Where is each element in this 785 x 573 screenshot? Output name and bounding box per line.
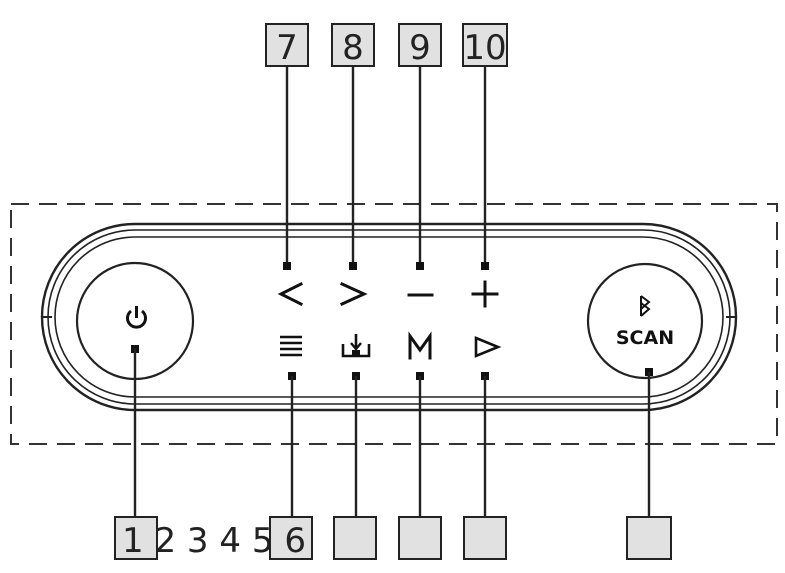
scan-label: SCAN bbox=[616, 327, 674, 349]
callout-label-10: 10 bbox=[463, 28, 506, 68]
scan-button-ring bbox=[586, 262, 704, 380]
menu-lines-icon bbox=[280, 335, 302, 357]
callout-labels-bottom: 1 2 3 4 5 6 bbox=[122, 521, 306, 561]
callout-box-1 bbox=[114, 516, 158, 560]
callout-box-play bbox=[463, 516, 507, 560]
play-button[interactable] bbox=[474, 336, 502, 358]
callout-label-7: 7 bbox=[276, 28, 298, 68]
callout-box-8 bbox=[331, 23, 375, 67]
chevron-right-icon bbox=[340, 282, 368, 306]
usb-input-icon bbox=[341, 334, 371, 358]
leader-dot-10 bbox=[481, 262, 489, 270]
panel-outline-inner bbox=[54, 236, 724, 398]
callout-label-8: 8 bbox=[342, 28, 364, 68]
volume-up-button[interactable] bbox=[471, 280, 499, 308]
mode-m-icon bbox=[408, 331, 432, 360]
callout-box-usb bbox=[333, 516, 377, 560]
prev-button[interactable] bbox=[277, 281, 304, 307]
callout-box-6 bbox=[269, 516, 313, 560]
usb-button[interactable] bbox=[341, 334, 371, 358]
mode-button[interactable] bbox=[408, 331, 432, 360]
leader-dot-7 bbox=[283, 262, 291, 270]
device-outline bbox=[10, 203, 778, 445]
callout-box-9 bbox=[398, 23, 442, 67]
scan-button[interactable]: SCAN bbox=[586, 262, 704, 380]
menu-button[interactable] bbox=[280, 335, 302, 357]
callout-box-mode bbox=[398, 516, 442, 560]
bluetooth-icon bbox=[640, 295, 651, 317]
leader-dot-8 bbox=[349, 262, 357, 270]
callout-label-9: 9 bbox=[409, 28, 431, 68]
leader-dot-9 bbox=[416, 262, 424, 270]
plus-icon bbox=[471, 280, 499, 308]
power-icon bbox=[126, 306, 147, 329]
callout-box-scan bbox=[626, 516, 672, 560]
play-icon bbox=[474, 336, 502, 358]
next-button[interactable] bbox=[340, 282, 368, 306]
chevron-left-icon bbox=[277, 281, 304, 307]
